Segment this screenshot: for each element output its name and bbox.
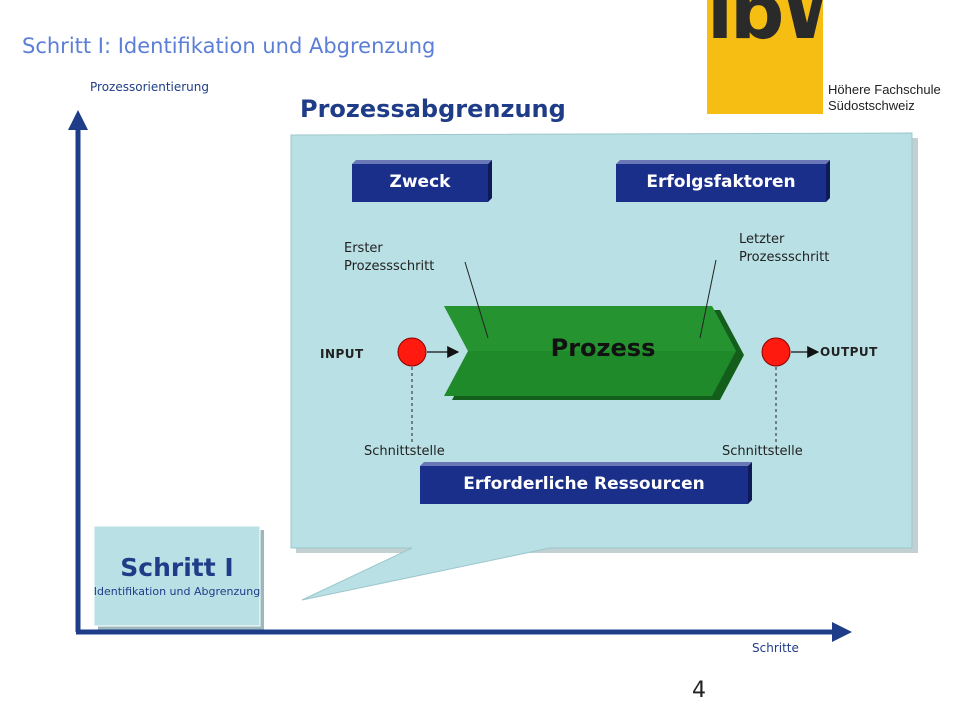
x-axis-label: Schritte: [752, 641, 799, 655]
zweck-label: Zweck: [389, 172, 451, 192]
output-label: OUTPUT: [820, 345, 878, 359]
diagram-heading: Prozessabgrenzung: [300, 95, 566, 123]
step-box: [93, 525, 261, 627]
ibw-logo: ibW: [707, 0, 823, 114]
erfolgsfaktoren-box: [616, 160, 830, 202]
slide-title: Schritt I: Identifikation und Abgrenzung: [22, 34, 436, 58]
last-step-pointer: [699, 259, 717, 339]
input-node: [397, 337, 427, 367]
step-box-subtitle: Identifikation und Abgrenzung: [93, 585, 261, 598]
ressourcen-box: [420, 462, 752, 504]
y-axis-label: Prozessorientierung: [90, 80, 210, 94]
first-step-pointer: [464, 261, 489, 339]
logo-letters: ibW: [707, 0, 823, 56]
zweck-box: [352, 160, 492, 202]
output-node: [761, 337, 791, 367]
y-axis-arrowhead: [68, 110, 88, 130]
erfolgsfaktoren-label: Erfolgsfaktoren: [646, 172, 796, 192]
input-label: INPUT: [320, 347, 364, 361]
interface-right-label: Schnittstelle: [722, 444, 803, 459]
ressourcen-label: Erforderliche Ressourcen: [463, 474, 705, 494]
step-box-title: Schritt I: [120, 553, 234, 582]
process-chevron: [444, 306, 744, 400]
interface-left-label: Schnittstelle: [364, 444, 445, 459]
page-number: 4: [692, 678, 706, 703]
last-step-label: Letzter Prozessschritt: [739, 232, 830, 265]
x-axis-arrowhead: [832, 622, 852, 642]
logo-subtitle: Höhere Fachschule Südostschweiz: [828, 82, 941, 113]
process-label: Prozess: [550, 334, 656, 362]
first-step-label: Erster Prozessschritt: [344, 241, 435, 274]
